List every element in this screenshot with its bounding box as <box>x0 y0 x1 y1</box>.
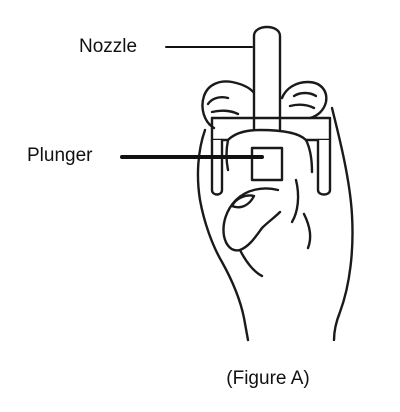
lower-fingers <box>290 178 312 250</box>
hand-outline <box>196 106 354 342</box>
left-finger <box>201 80 258 130</box>
nozzle <box>252 25 282 132</box>
plunger-label: Plunger <box>27 145 93 166</box>
right-finger <box>280 80 328 120</box>
plunger <box>250 146 284 182</box>
figure-caption: (Figure A) <box>0 369 400 388</box>
nozzle-label: Nozzle <box>79 36 138 57</box>
figure-caption-text: (Figure A) <box>226 368 310 389</box>
